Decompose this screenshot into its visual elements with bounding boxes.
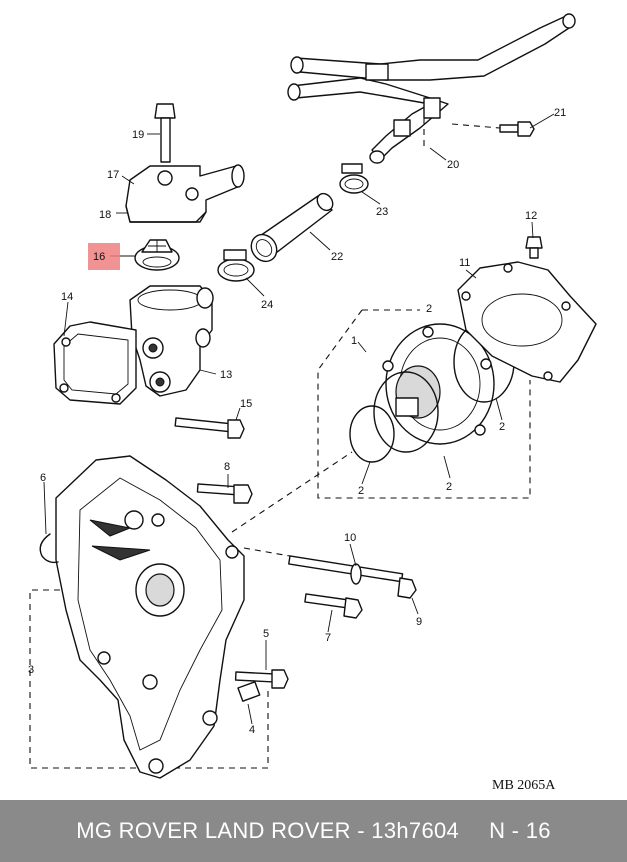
part-label-19: 19 [132, 129, 144, 141]
hose-clip-part-24 [217, 249, 255, 282]
bolt-part-5 [234, 669, 289, 689]
bolt-part-7 [304, 593, 363, 619]
part-label-15: 15 [240, 398, 252, 410]
part-label-10: 10 [344, 532, 356, 544]
part-label-1: 1 [351, 335, 357, 347]
part-label-3: 3 [28, 664, 34, 676]
gasket-part-14 [53, 321, 137, 405]
footer-part-text: MG ROVER LAND ROVER - 13h7604 [76, 818, 460, 843]
part-label-21: 21 [554, 107, 566, 119]
part-label-14: 14 [61, 291, 73, 303]
hose-clip-part-23 [339, 163, 369, 194]
footer-bar: MG ROVER LAND ROVER - 13h7604 N - 16 [0, 800, 627, 862]
thermostat-part-16 [134, 239, 180, 271]
part-label-12: 12 [525, 210, 537, 222]
part-label-4: 4 [249, 724, 255, 736]
coolant-pipe-part-20 [287, 13, 576, 164]
leader-lines [43, 113, 555, 725]
part-label-23: 23 [376, 206, 388, 218]
part-label-13: 13 [220, 369, 232, 381]
hose-part-22 [250, 192, 334, 263]
part-label-6: 6 [40, 472, 46, 484]
outlet-housing-part-13 [129, 285, 214, 397]
part-label-16: 16 [93, 251, 105, 263]
part-label-5: 5 [263, 628, 269, 640]
part-label-7: 7 [325, 632, 331, 644]
bolt-part-9 [288, 555, 417, 599]
clip-part-6 [39, 533, 59, 564]
gasket-part-11 [457, 261, 597, 383]
part-label-9: 9 [416, 616, 422, 628]
highlight-box [88, 243, 120, 270]
part-label-2: 2 [426, 303, 432, 315]
footer-page-code: N - 16 [489, 818, 551, 843]
part-label-2: 2 [499, 421, 505, 433]
thermostat-housing-part-17 [125, 164, 245, 223]
part-labels: 1 2 2 2 2 3 4 5 6 7 8 9 10 11 12 13 14 1… [28, 107, 566, 793]
parts-exploded-diagram: 1 2 2 2 2 3 4 5 6 7 8 9 10 11 12 13 14 1… [28, 13, 597, 793]
part-label-22: 22 [331, 251, 343, 263]
part-label-8: 8 [224, 461, 230, 473]
part-label-2: 2 [358, 485, 364, 497]
water-pump-assembly-part-1 [317, 309, 531, 499]
washer-part-10 [350, 563, 362, 585]
dowel-part-4 [237, 681, 261, 702]
part-label-2: 2 [446, 481, 452, 493]
drawing-reference: MB 2065A [492, 778, 556, 793]
front-cover-part-3 [29, 455, 269, 779]
bolt-part-8 [196, 483, 253, 504]
part-label-24: 24 [261, 299, 273, 311]
bolt-part-21 [451, 121, 535, 137]
part-label-11: 11 [459, 257, 470, 269]
bolt-part-19 [154, 103, 176, 163]
part-label-18: 18 [99, 209, 111, 221]
part-label-20: 20 [447, 159, 459, 171]
part-label-17: 17 [107, 169, 119, 181]
footer-title: MG ROVER LAND ROVER - 13h7604 N - 16 [76, 818, 551, 844]
bolt-part-12 [525, 236, 543, 259]
bolt-part-15 [174, 417, 245, 439]
assembly-guide-lines [231, 118, 425, 557]
